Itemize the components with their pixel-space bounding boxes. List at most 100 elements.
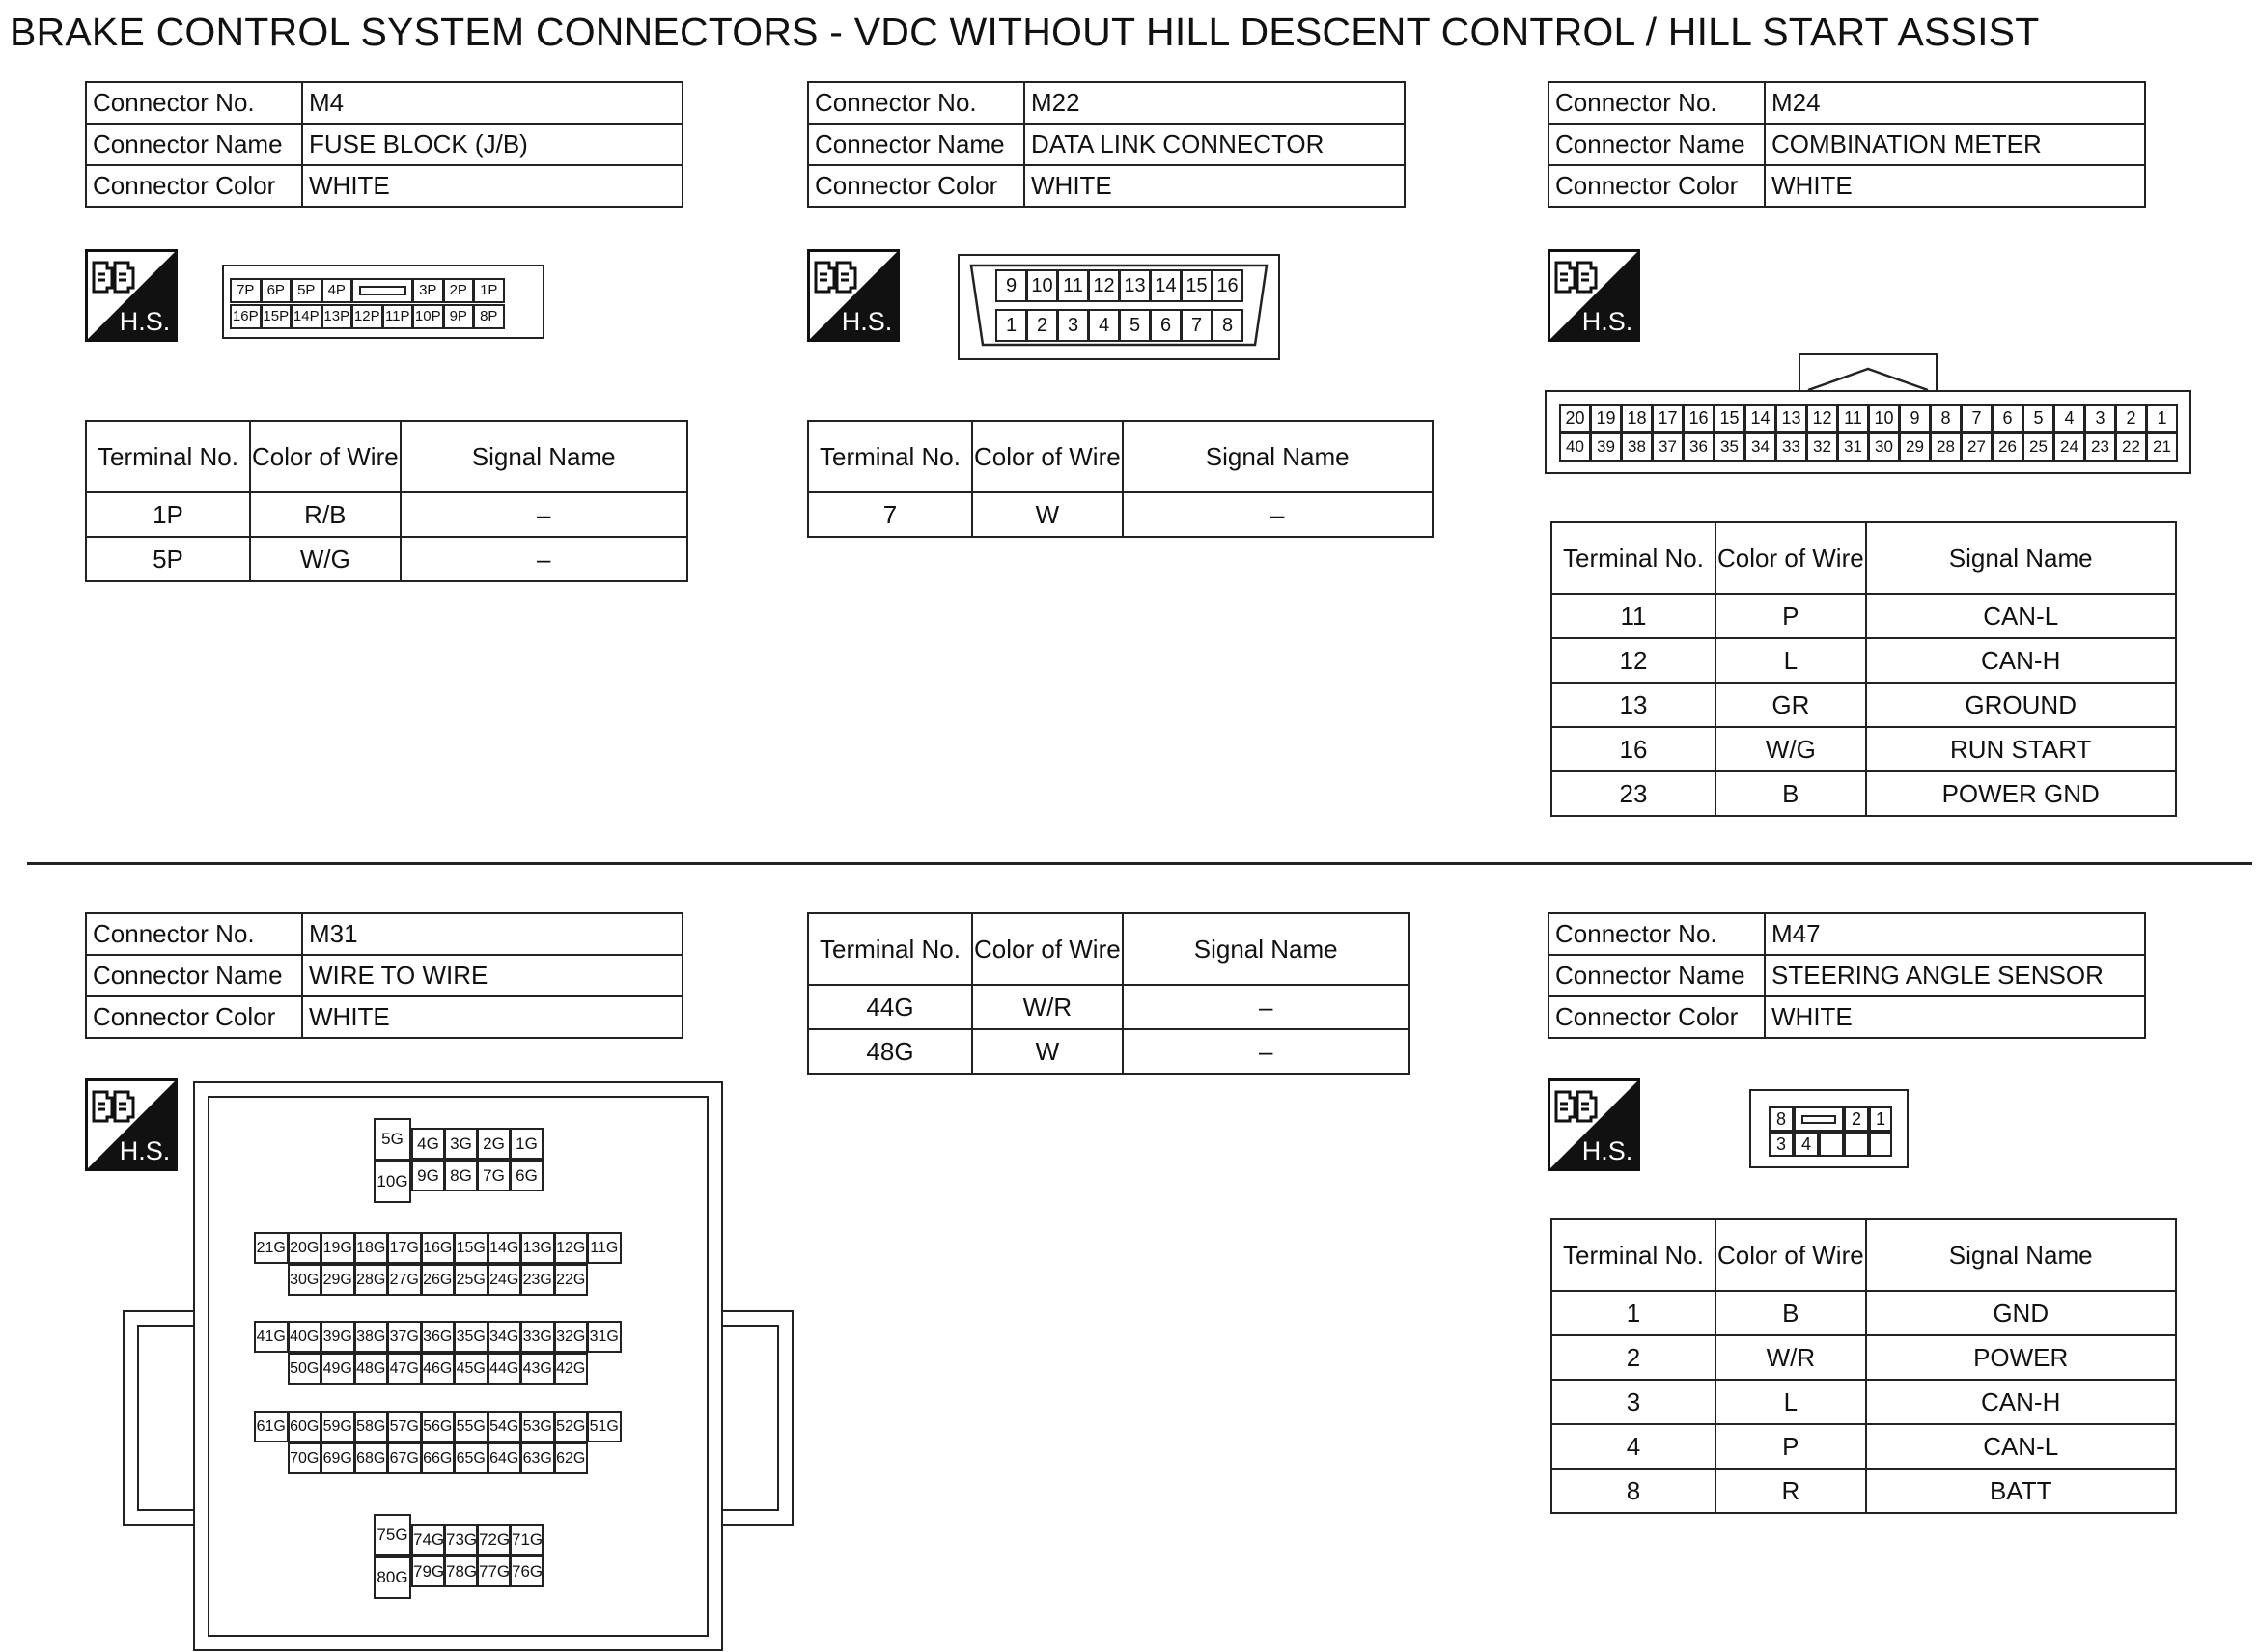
connector-info-table: Connector No. M24 Connector Name COMBINA…	[1548, 81, 2146, 208]
signal-name: CAN-H	[1864, 1379, 2177, 1425]
info-label: Connector Color	[85, 995, 303, 1039]
wire-color: P	[1715, 1423, 1867, 1470]
pin-cell: 57G	[387, 1411, 422, 1442]
pin-cell: 11	[1837, 404, 1869, 433]
connector-m31-info: Connector No. M31 Connector Name WIRE TO…	[85, 912, 683, 1039]
pin-cell: 24	[2053, 433, 2085, 462]
terminal-no: 7	[807, 491, 973, 538]
signal-name: POWER	[1864, 1334, 2177, 1381]
connector-m22-info: Connector No. M22 Connector Name DATA LI…	[807, 81, 1406, 208]
pin-cell: 64G	[487, 1442, 521, 1474]
lock-tab	[359, 286, 406, 295]
info-label: Connector Color	[807, 164, 1025, 208]
pin-cell: 51G	[587, 1411, 622, 1442]
info-value: M24	[1764, 81, 2146, 125]
pin-cell: 15	[1714, 404, 1745, 433]
wire-color: W/R	[971, 984, 1124, 1030]
pin-cell: 59G	[321, 1411, 355, 1442]
connector-info-table: Connector No. M4 Connector Name FUSE BLO…	[85, 81, 683, 208]
pin-cell: 25G	[454, 1264, 488, 1296]
pin-cell: 23	[2084, 433, 2116, 462]
pin-cell: 6P	[260, 278, 292, 303]
pin-cell: 34	[1744, 433, 1776, 462]
pin-cell: 20	[1559, 404, 1591, 433]
terminal-header-row: Terminal No. Color of Wire Signal Name	[85, 420, 688, 493]
signal-name: –	[399, 536, 688, 582]
pin-cell: 14P	[291, 304, 322, 329]
pin-cell: 31G	[587, 1321, 622, 1353]
signal-name-header: Signal Name	[1864, 1218, 2177, 1292]
pin-cell: 2	[1026, 309, 1058, 342]
info-value: WHITE	[1764, 164, 2146, 208]
pin-cell: 8	[1212, 309, 1243, 342]
pin-cell: 16P	[230, 304, 262, 329]
pin-cell: 20G	[287, 1232, 321, 1264]
wire-color: W/G	[249, 536, 402, 582]
signal-name: CAN-H	[1864, 637, 2177, 684]
pin-cell: 34G	[487, 1321, 521, 1353]
pin-cell: 27	[1961, 433, 1993, 462]
info-label: Connector No.	[807, 81, 1025, 125]
pin-cell: 41G	[254, 1321, 289, 1353]
pin-cell: 5	[1119, 309, 1151, 342]
info-value: WHITE	[1764, 995, 2146, 1039]
hs-label: H.S.	[120, 1136, 171, 1165]
terminal-no: 44G	[807, 984, 973, 1030]
pin-cell: 50G	[287, 1353, 321, 1385]
pin-cell: 30	[1868, 433, 1900, 462]
terminal-no: 3	[1550, 1379, 1716, 1425]
pin-cell: 10	[1868, 404, 1900, 433]
pin-cell: 68G	[353, 1442, 388, 1474]
connector-m47-info: Connector No. M47 Connector Name STEERIN…	[1548, 912, 2146, 1039]
wire-color-header: Color of Wire	[971, 912, 1124, 986]
pin-cell: 10G	[374, 1161, 411, 1203]
wire-color: W/G	[1715, 726, 1867, 772]
pin-cell: 4	[1088, 309, 1120, 342]
info-row-name: Connector Name WIRE TO WIRE	[85, 954, 683, 997]
pin-cell: 3	[2084, 404, 2116, 433]
harness-side-icon: H.S.	[1548, 1078, 1640, 1171]
pin-cell: 1P	[473, 278, 505, 303]
pin-cell: 13G	[520, 1232, 555, 1264]
terminal-no: 5P	[85, 536, 251, 582]
connector-m4-info: Connector No. M4 Connector Name FUSE BLO…	[85, 81, 683, 208]
hs-label: H.S.	[1582, 1136, 1633, 1165]
pin-cell: 56G	[420, 1411, 455, 1442]
pin-cell: 73G	[444, 1524, 478, 1555]
hs-label: H.S.	[1582, 307, 1633, 336]
pin-cell: 5	[2022, 404, 2054, 433]
pin-cell: 3	[1057, 309, 1089, 342]
pin-cell: 3P	[412, 278, 444, 303]
pin-cell: 7	[1181, 309, 1213, 342]
info-value: DATA LINK CONNECTOR	[1023, 123, 1406, 166]
pin-cell: 39G	[321, 1321, 355, 1353]
wire-color: GR	[1715, 682, 1867, 728]
pin-cell: 10	[1026, 269, 1058, 302]
pin-cell: 8	[1930, 404, 1962, 433]
pin-cell: 8	[1769, 1106, 1794, 1132]
terminal-no: 13	[1550, 682, 1716, 728]
info-label: Connector No.	[1548, 81, 1766, 125]
terminal-table: Terminal No. Color of Wire Signal Name 4…	[807, 912, 1410, 1075]
pin-cell: 9G	[411, 1160, 445, 1191]
pin-cell: 40G	[287, 1321, 321, 1353]
pin-cell: 48G	[353, 1353, 388, 1385]
pin-cell: 35	[1714, 433, 1745, 462]
terminal-no: 23	[1550, 770, 1716, 817]
signal-name: –	[1121, 491, 1434, 538]
wire-color: R	[1715, 1468, 1867, 1514]
pin-cell: 31	[1837, 433, 1869, 462]
info-row-number: Connector No. M24	[1548, 81, 2146, 125]
signal-name: BATT	[1864, 1468, 2177, 1514]
info-label: Connector Name	[807, 123, 1025, 166]
signal-name: RUN START	[1864, 726, 2177, 772]
terminal-header-row: Terminal No. Color of Wire Signal Name	[807, 912, 1410, 986]
pin-cell: 26G	[420, 1264, 455, 1296]
